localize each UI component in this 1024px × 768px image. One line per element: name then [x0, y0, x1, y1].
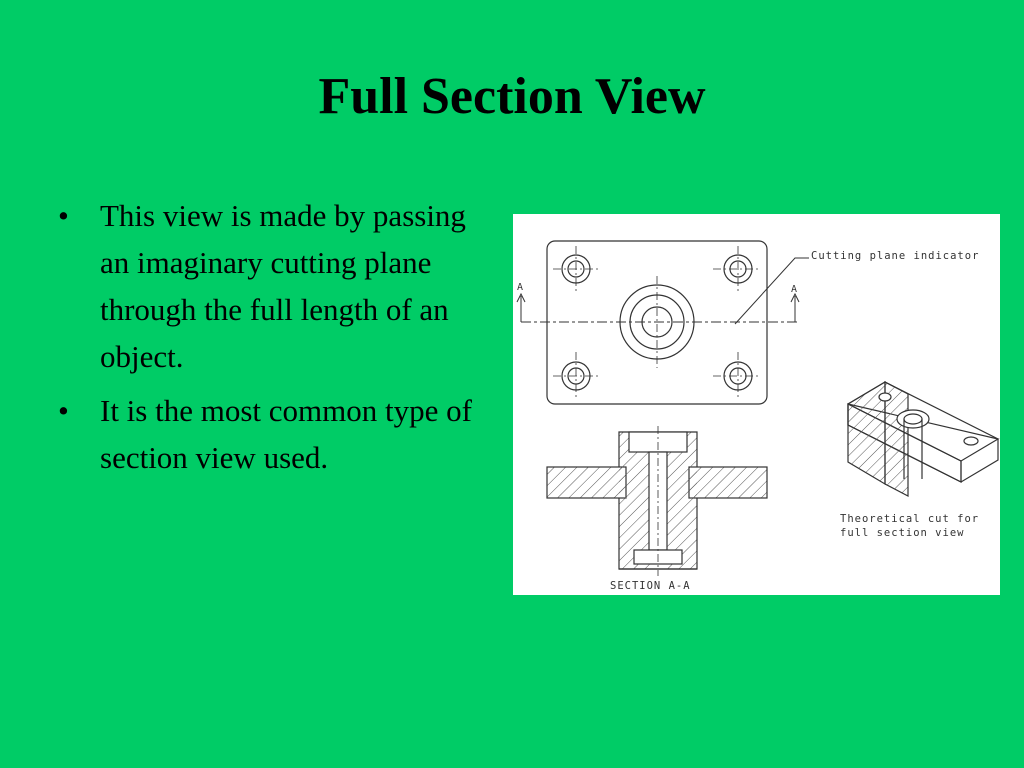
- section-marker-right: A: [791, 284, 797, 295]
- cut-caption-line-1: Theoretical cut for: [840, 513, 979, 525]
- cut-caption-line-2: full section view: [840, 527, 964, 539]
- section-caption: SECTION A-A: [610, 580, 691, 592]
- technical-drawing: A A Cutting plane indicator: [516, 240, 1000, 592]
- cutting-plane-line: [516, 257, 809, 325]
- section-view-drawing: A A Cutting plane indicator: [513, 214, 1000, 595]
- section-marker-left: A: [517, 282, 523, 293]
- bullet-item: It is the most common type of section vi…: [58, 387, 498, 481]
- bullet-list: This view is made by passing an imaginar…: [58, 192, 498, 488]
- isometric-cut-view: [847, 380, 1000, 497]
- section-view: [546, 426, 768, 576]
- slide-title: Full Section View: [318, 68, 706, 125]
- bullet-item: This view is made by passing an imaginar…: [58, 192, 498, 380]
- cutting-plane-label: Cutting plane indicator: [811, 250, 979, 262]
